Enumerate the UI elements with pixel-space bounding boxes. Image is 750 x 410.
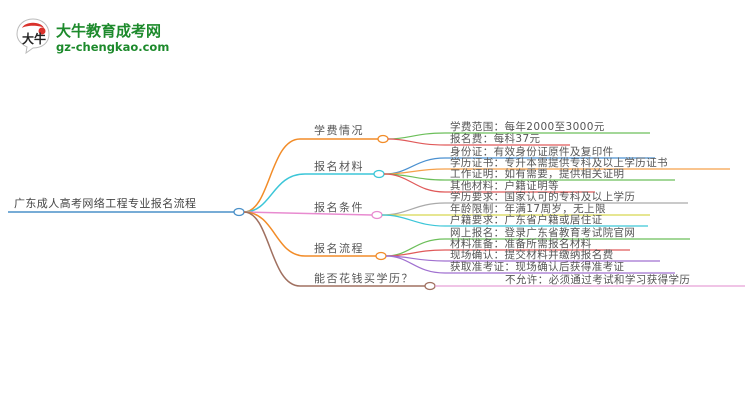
leaf-household-req[interactable]: 户籍要求：广东省户籍或居住证 (450, 214, 603, 226)
leaf-tuition-range[interactable]: 学费范围：每年2000至3000元 (450, 121, 605, 133)
leaf-age-limit[interactable]: 年龄限制：年满17周岁，无上限 (450, 203, 606, 215)
leaf-id-card[interactable]: 身份证：有效身份证原件及复印件 (450, 146, 614, 158)
leaf-diploma[interactable]: 学历证书：专升本需提供专科及以上学历证书 (450, 157, 668, 169)
leaf-admission-ticket[interactable]: 获取准考证：现场确认后获得准考证 (450, 261, 625, 273)
logo-url: gz-chengkao.com (56, 40, 170, 54)
leaf-work-proof[interactable]: 工作证明：如有需要，提供相关证明 (450, 168, 625, 180)
leaf-other-materials[interactable]: 其他材料：户籍证明等 (450, 180, 559, 192)
leaf-education-req[interactable]: 学历要求：国家认可的专科及以上学历 (450, 191, 636, 203)
svg-text:大牛: 大牛 (22, 31, 46, 46)
leaf-material-prep[interactable]: 材料准备：准备所需报名材料 (450, 238, 592, 250)
root-node[interactable]: 广东成人高考网络工程专业报名流程 (14, 197, 197, 210)
bull-logo-icon: 大牛 (16, 18, 50, 54)
branch-buy-degree[interactable]: 能否花钱买学历？ (314, 272, 414, 285)
logo-title: 大牛教育成考网 (56, 22, 162, 40)
leaf-online-registration[interactable]: 网上报名：登录广东省教育考试院官网 (450, 227, 636, 239)
branch-conditions[interactable]: 报名条件 (314, 201, 364, 214)
leaf-not-allowed[interactable]: 不允许：必须通过考试和学习获得学历 (505, 274, 691, 286)
branch-process[interactable]: 报名流程 (314, 242, 364, 255)
leaf-onsite-confirm[interactable]: 现场确认：提交材料并缴纳报名费 (450, 249, 614, 261)
site-logo[interactable]: 大牛 大牛教育成考网 gz-chengkao.com (14, 16, 214, 60)
branch-tuition[interactable]: 学费情况 (314, 124, 364, 137)
leaf-registration-fee[interactable]: 报名费：每科37元 (450, 133, 541, 145)
branch-materials[interactable]: 报名材料 (314, 160, 364, 173)
